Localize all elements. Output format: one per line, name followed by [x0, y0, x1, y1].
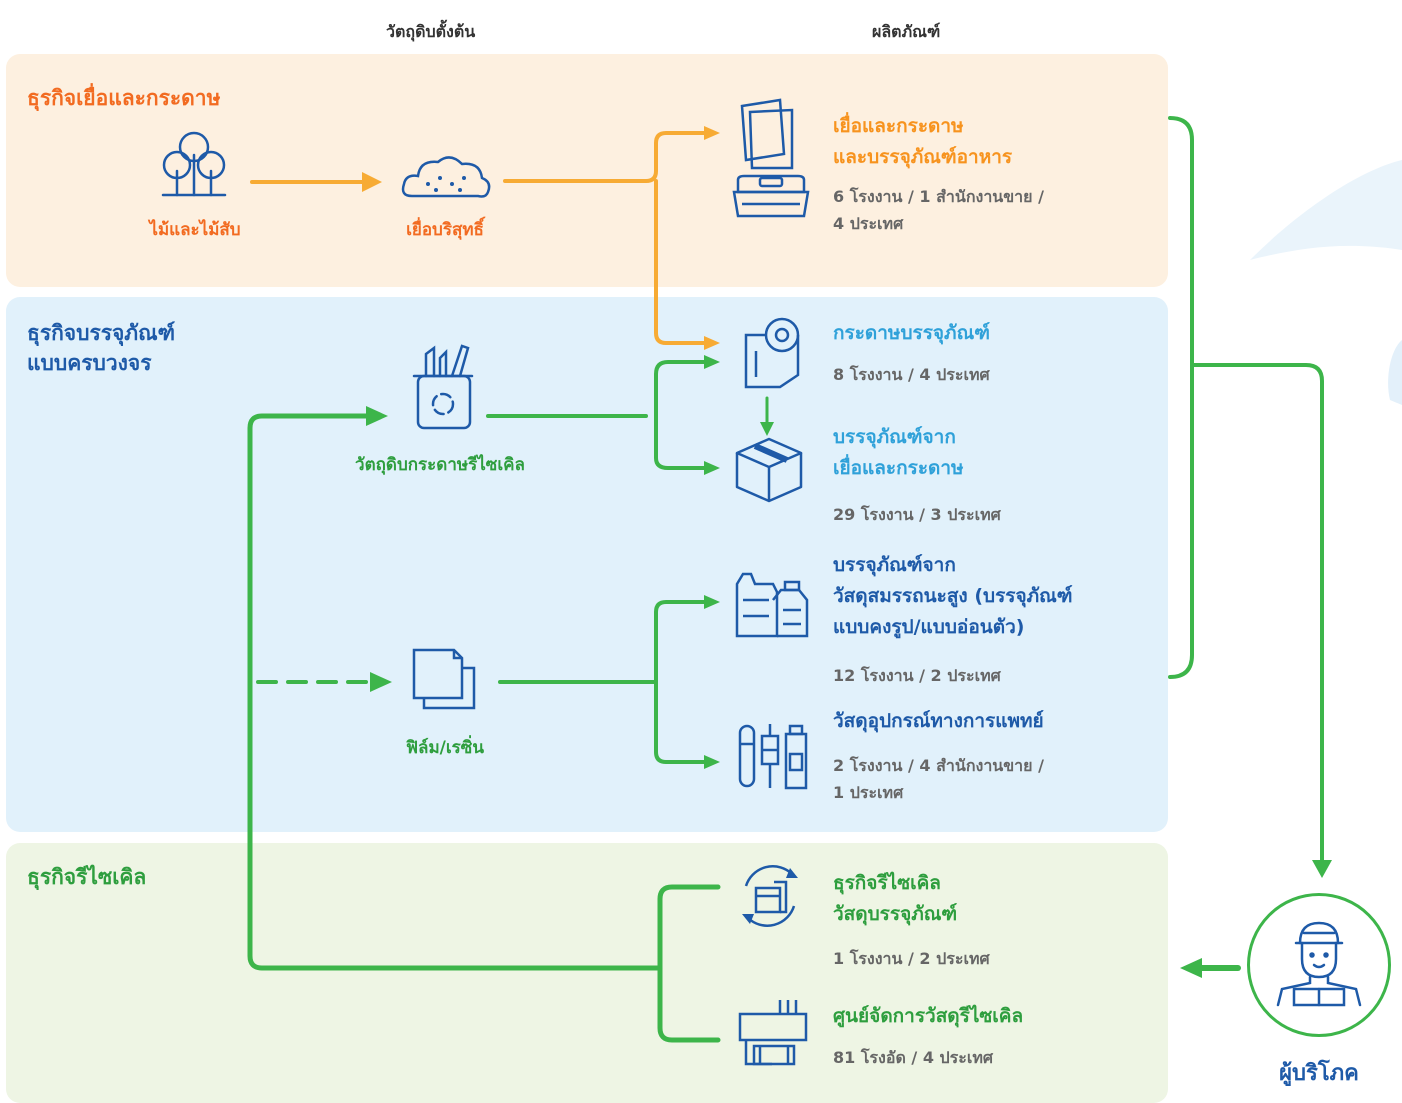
film-label: ฟิล์ม/เรซิ่น: [406, 738, 484, 758]
recycling-panel: [6, 843, 1168, 1103]
paper-food-stats: 6 โรงงาน / 1 สำนักงานขาย / 4 ประเทศ: [833, 187, 1044, 233]
recycle-bin-icon: [412, 344, 474, 430]
paper-food-title: เยื่อและกระดาษ และบรรจุภัณฑ์อาหาร: [833, 115, 1013, 168]
packaging-panel: [6, 297, 1168, 832]
carton-box-icon: [735, 437, 803, 503]
recycled-paper-flow-arrows: [486, 355, 774, 475]
wood-label: ไม้และไม้สับ: [149, 220, 241, 240]
paper-food-box-icon: [732, 98, 810, 218]
recycling-loop-arrows: [247, 406, 721, 1043]
pulp-label: เยื่อบริสุทธิ์: [406, 220, 484, 240]
recycling-business-stats: 1 โรงงาน / 2 ประเทศ: [833, 949, 990, 968]
products-header: ผลิตภัณฑ์: [872, 22, 941, 41]
pulp-section-title: ธุรกิจเยื่อและกระดาษ: [27, 86, 221, 110]
film-sheets-icon: [412, 648, 476, 710]
trees-icon: [161, 131, 227, 197]
plastic-containers-icon: [735, 572, 809, 638]
recycling-center-stats: 81 โรงอัด / 4 ประเทศ: [833, 1048, 994, 1067]
performance-packaging-title: บรรจุภัณฑ์จาก วัสดุสมรรถนะสูง (บรรจุภัณฑ…: [833, 554, 1073, 638]
consumer-avatar-icon: [1276, 921, 1362, 1007]
recycling-packaging-icon: [742, 865, 798, 927]
recycling-business-title: ธุรกิจรีไซเคิล วัสดุบรรจุภัณฑ์: [833, 872, 958, 925]
recycling-factory-icon: [738, 1000, 808, 1066]
consumer-circle: [1247, 893, 1391, 1037]
packaging-paper-stats: 8 โรงงาน / 4 ประเทศ: [833, 365, 990, 384]
fiber-packaging-stats: 29 โรงงาน / 3 ประเทศ: [833, 505, 1001, 524]
recycling-section-title: ธุรกิจรีไซเคิล: [27, 865, 147, 889]
recycled-paper-label: วัตถุดิบกระดาษรีไซเคิล: [355, 455, 525, 475]
film-flow-arrows: [498, 595, 720, 769]
recycling-center-title: ศูนย์จัดการวัสดุรีไซเคิล: [833, 1005, 1024, 1027]
medical-stats: 2 โรงงาน / 4 สำนักงานขาย / 1 ประเทศ: [833, 756, 1044, 802]
consumer-flow-arrows: [1168, 116, 1332, 978]
pulp-icon: [401, 156, 491, 198]
raw-materials-header: วัตถุดิบตั้งต้น: [386, 22, 476, 41]
pulp-flow-arrows: [250, 126, 720, 350]
packaging-section-title: ธุรกิจบรรจุภัณฑ์ แบบครบวงจร: [27, 321, 176, 375]
paper-roll-icon: [744, 317, 800, 389]
medical-title: วัสดุอุปกรณ์ทางการแพทย์: [833, 710, 1044, 732]
medical-supplies-icon: [738, 724, 808, 790]
fiber-packaging-title: บรรจุภัณฑ์จาก เยื่อและกระดาษ: [833, 426, 964, 479]
consumer-label: ผู้บริโภค: [1279, 1061, 1359, 1086]
packaging-paper-title: กระดาษบรรจุภัณฑ์: [833, 322, 990, 344]
decorative-brush-shape: [1250, 160, 1402, 405]
performance-packaging-stats: 12 โรงงาน / 2 ประเทศ: [833, 666, 1001, 685]
